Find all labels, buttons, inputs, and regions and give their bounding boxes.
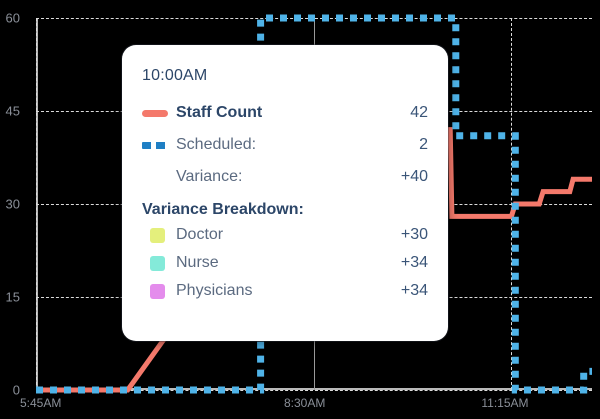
- gridline-vertical: [36, 18, 37, 390]
- y-tick-label: 15: [5, 289, 20, 305]
- dashed-line-icon: [142, 141, 176, 149]
- tooltip-row-scheduled: Scheduled: 2: [142, 129, 428, 161]
- tooltip-row-variance: Variance: +40: [142, 161, 428, 193]
- tooltip-value-staff-count: 42: [410, 104, 428, 121]
- tooltip-label-doctor: Doctor: [176, 226, 224, 243]
- tooltip-label-staff-count: Staff Count: [176, 104, 263, 121]
- x-tick-label: 11:15AM: [481, 396, 529, 410]
- y-tick-label: 45: [5, 103, 20, 119]
- tooltip-row-doctor: Doctor +30: [142, 221, 428, 249]
- y-tick-label: 0: [12, 382, 20, 398]
- tooltip-breakdown-title: Variance Breakdown:: [142, 201, 304, 218]
- x-tick-label: 8:30AM: [284, 396, 326, 410]
- tooltip-value-physicians: +34: [400, 282, 428, 299]
- y-tick-label: 60: [5, 10, 20, 26]
- tooltip-row-nurse: Nurse +34: [142, 249, 428, 277]
- tooltip-title: 10:00AM: [142, 67, 208, 84]
- y-tick-label: 30: [5, 196, 20, 212]
- tooltip-value-nurse: +34: [400, 254, 428, 271]
- x-tick-label: 5:45AM: [20, 396, 62, 410]
- gridline-horizontal: [36, 390, 592, 391]
- tooltip-label-scheduled: Scheduled:: [176, 136, 257, 153]
- color-swatch-icon-physicians: [142, 283, 176, 299]
- line-swatch-icon: [142, 109, 176, 117]
- chart-tooltip: 10:00AM Staff Count 42 Scheduled: 2 Vari…: [122, 45, 448, 341]
- color-swatch-icon-nurse: [142, 255, 176, 271]
- tooltip-value-variance: +40: [400, 168, 428, 185]
- tooltip-row-physicians: Physicians +34: [142, 277, 428, 305]
- tooltip-label-nurse: Nurse: [176, 254, 219, 271]
- color-swatch-icon-doctor: [142, 227, 176, 243]
- tooltip-label-variance: Variance:: [176, 168, 243, 185]
- tooltip-label-physicians: Physicians: [176, 282, 253, 299]
- tooltip-row-staff-count: Staff Count 42: [142, 97, 428, 129]
- tooltip-value-doctor: +30: [400, 226, 428, 243]
- tooltip-value-scheduled: 2: [419, 136, 428, 153]
